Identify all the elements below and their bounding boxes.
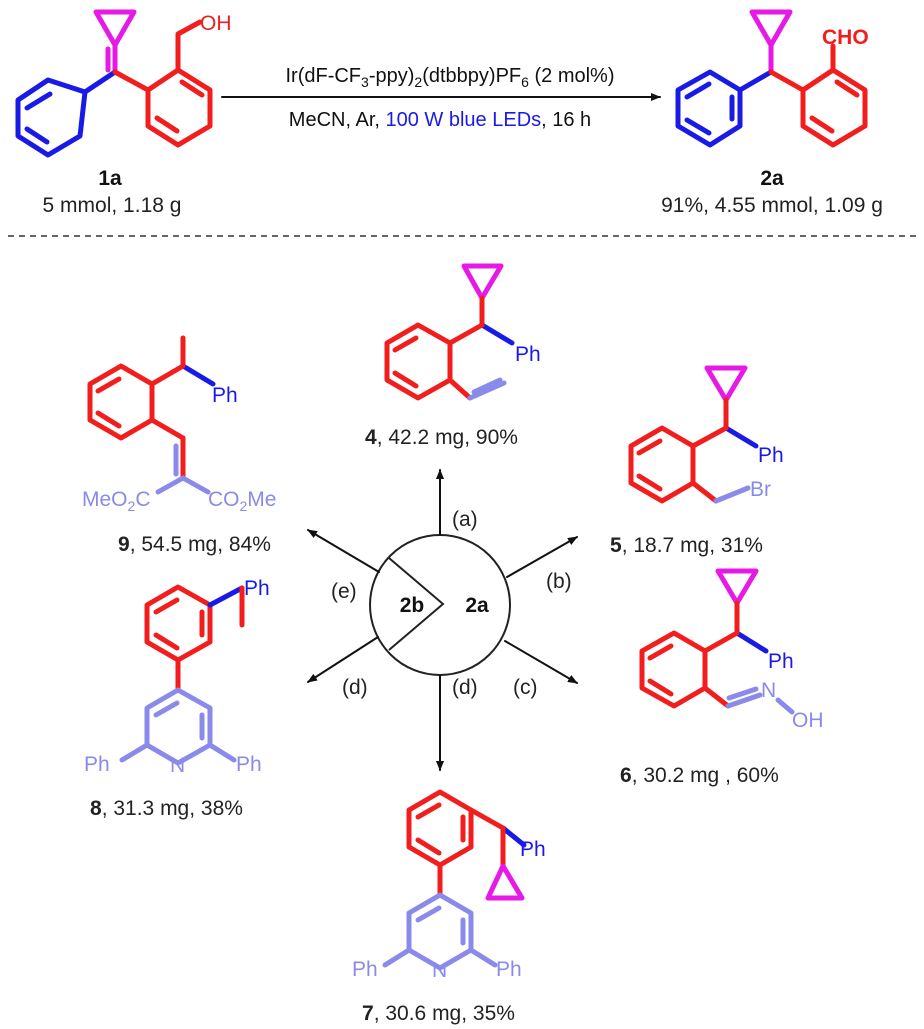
p6-n-label: N bbox=[761, 679, 776, 702]
product-5-structure: Ph Br bbox=[628, 365, 784, 504]
p5-br-label: Br bbox=[750, 478, 771, 501]
p9-caption: 9, 54.5 mg, 84% bbox=[118, 533, 271, 556]
arrow-label-c: (c) bbox=[513, 676, 538, 699]
reaction-conditions-catalyst: Ir(dF-CF3-ppy)2(dtbbpy)PF6 (2 mol%) bbox=[285, 65, 614, 90]
central-hub bbox=[369, 534, 511, 676]
product-6-structure: Ph N OH bbox=[639, 568, 824, 732]
compound-label-1a: 1a bbox=[98, 167, 122, 190]
p9-meo2c-label: MeO2C bbox=[82, 488, 150, 514]
p9-co2me-label: CO2Me bbox=[208, 488, 276, 514]
p6-oh-label: OH bbox=[792, 709, 824, 732]
p5-ph-label: Ph bbox=[758, 444, 784, 467]
reaction-conditions-solvent: MeCN, Ar, 100 W blue LEDs, 16 h bbox=[289, 109, 591, 131]
p6-ph-label: Ph bbox=[768, 650, 794, 673]
p7-n-label: N bbox=[432, 959, 447, 982]
p8-ph-right-label: Ph bbox=[236, 753, 262, 776]
p8-ph-left-label: Ph bbox=[84, 753, 110, 776]
p6-caption: 6, 30.2 mg , 60% bbox=[620, 764, 779, 787]
p7-ph-label: Ph bbox=[520, 838, 546, 861]
cho-atom-label: CHO bbox=[822, 26, 869, 49]
arrow-b bbox=[506, 536, 578, 578]
p7-caption: 7, 30.6 mg, 35% bbox=[362, 1002, 515, 1025]
p4-ph-label: Ph bbox=[515, 343, 541, 366]
product-8-structure: Ph N Ph Ph bbox=[84, 577, 270, 777]
p8-ph-label: Ph bbox=[244, 577, 270, 600]
oh-atom-label: OH bbox=[200, 12, 232, 35]
product-amount: 91%, 4.55 mmol, 1.09 g bbox=[661, 194, 883, 217]
compound-label-2a: 2a bbox=[760, 167, 784, 190]
p7-ph-left-label: Ph bbox=[352, 958, 378, 981]
hub-label-2a: 2a bbox=[465, 594, 489, 617]
p4-caption: 4, 42.2 mg, 90% bbox=[365, 426, 518, 449]
arrow-label-a: (a) bbox=[452, 508, 478, 531]
product-7-structure: Ph N Ph Ph bbox=[352, 789, 546, 982]
p8-caption: 8, 31.3 mg, 38% bbox=[90, 797, 243, 820]
arrow-label-e: (e) bbox=[331, 580, 357, 603]
hub-label-2b: 2b bbox=[400, 594, 425, 617]
product-9-structure: Ph MeO2C CO2Me bbox=[82, 335, 276, 514]
arrow-label-d-down: (d) bbox=[452, 676, 478, 699]
arrow-label-d-left: (d) bbox=[342, 676, 368, 699]
product-2a-structure: CHO bbox=[675, 9, 869, 148]
p8-n-label: N bbox=[170, 754, 185, 777]
reactant-1a-structure: OH bbox=[15, 9, 232, 158]
p5-caption: 5, 18.7 mg, 31% bbox=[610, 534, 763, 557]
arrow-d-left bbox=[307, 636, 379, 683]
arrow-e bbox=[307, 529, 380, 573]
reactant-amount: 5 mmol, 1.18 g bbox=[43, 194, 182, 217]
arrow-c bbox=[504, 640, 578, 684]
p9-ph-label: Ph bbox=[212, 384, 238, 407]
product-4-structure: Ph bbox=[384, 263, 541, 401]
p7-ph-right-label: Ph bbox=[496, 958, 522, 981]
arrow-label-b: (b) bbox=[546, 570, 572, 593]
